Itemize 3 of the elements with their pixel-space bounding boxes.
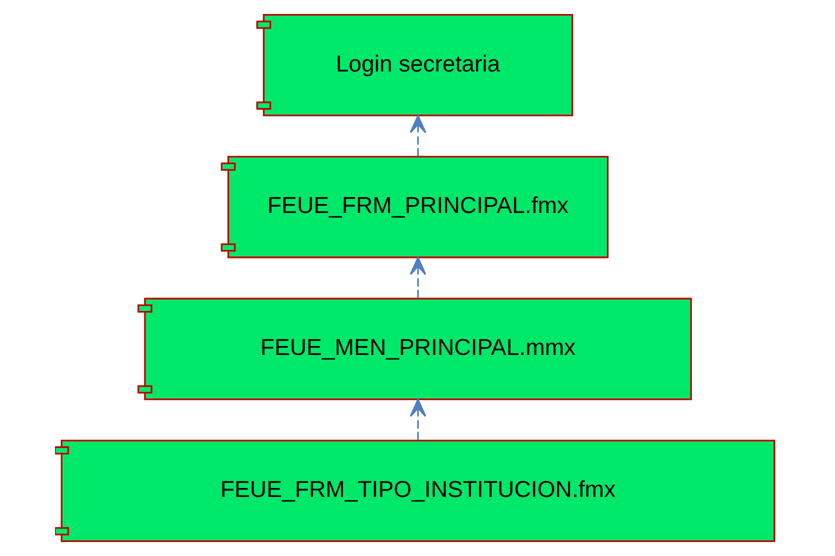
arrow [409, 398, 426, 440]
arrow [409, 115, 426, 156]
arrow [409, 256, 426, 298]
